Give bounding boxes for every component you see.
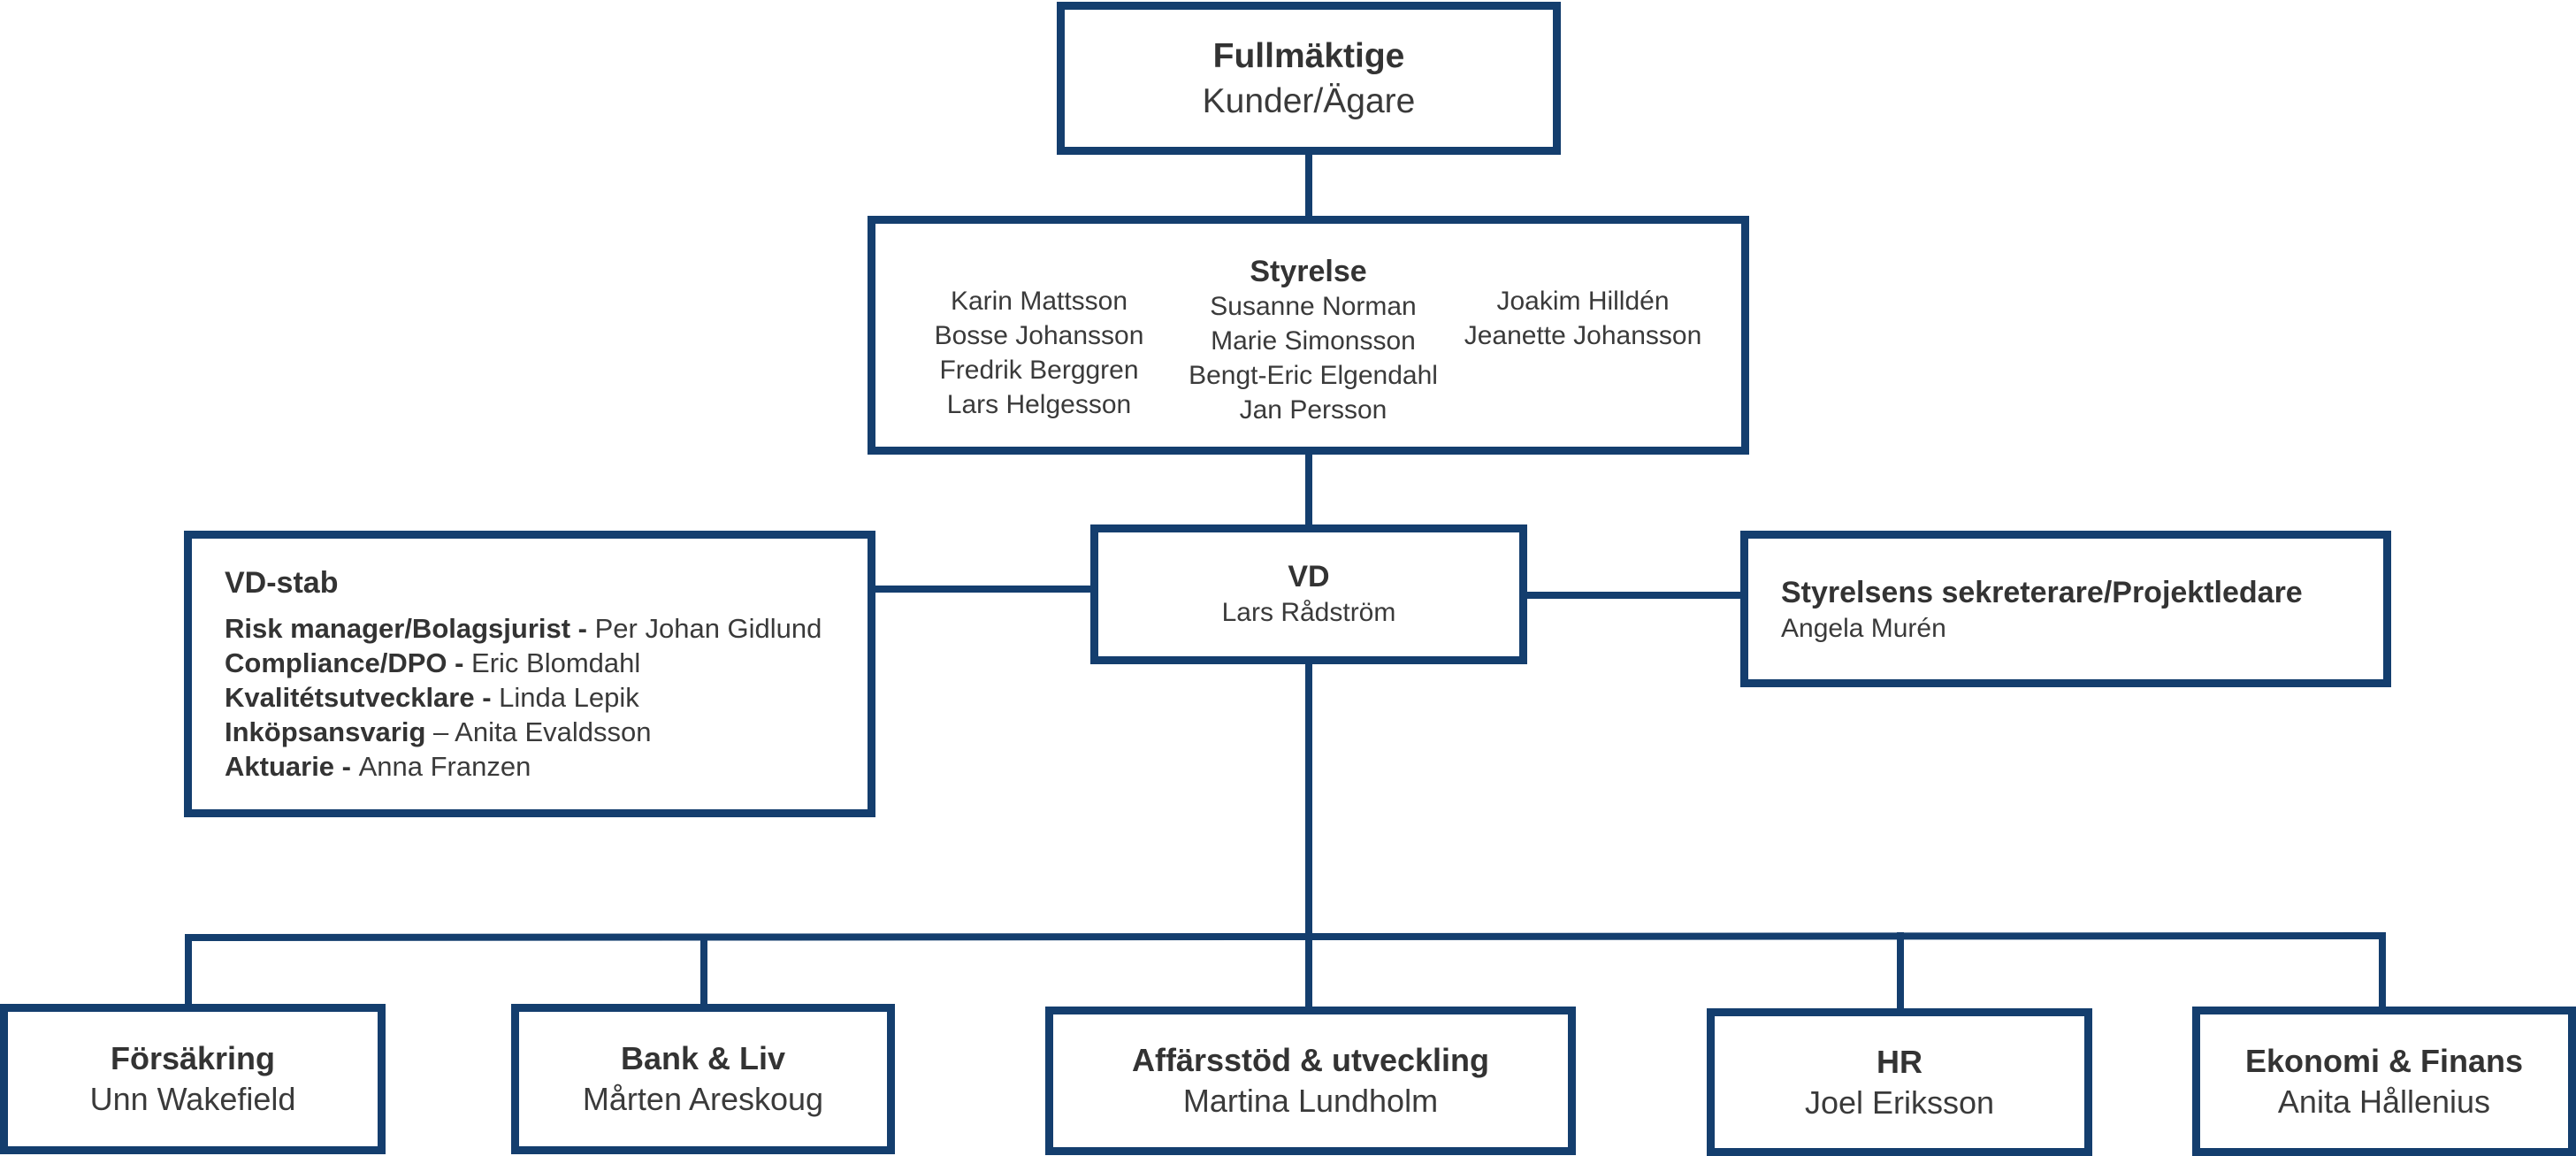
board-box: Styrelse Karin Mattsson Bosse Johansson …	[868, 216, 1749, 455]
top-box: Fullmäktige Kunder/Ägare	[1057, 2, 1561, 155]
staff-row: Inköpsansvarig – Anita Evaldsson	[225, 715, 868, 749]
staff-title: VD-stab	[225, 566, 339, 600]
line-horizontal-bus	[184, 931, 2387, 942]
staff-person: Linda Lepik	[499, 682, 639, 713]
staff-role: Compliance/DPO -	[225, 647, 472, 678]
department-title: Ekonomi & Finans	[2244, 1042, 2524, 1079]
department-head: Joel Eriksson	[1804, 1083, 1995, 1121]
board-member: Jeanette Johansson	[1464, 321, 1702, 350]
top-subtitle: Kunder/Ägare	[1202, 81, 1416, 120]
staff-row: Risk manager/Bolagsjurist - Per Johan Gi…	[225, 611, 868, 646]
secretary-box: Styrelsens sekreterare/Projektledare Ang…	[1740, 531, 2391, 687]
staff-role: Aktuarie -	[225, 751, 359, 782]
top-title: Fullmäktige	[1212, 36, 1405, 75]
department-head: Unn Wakefield	[89, 1081, 296, 1117]
board-member: Marie Simonsson	[1211, 326, 1416, 356]
staff-role: Risk manager/Bolagsjurist -	[225, 613, 595, 644]
board-member: Bosse Johansson	[934, 321, 1144, 350]
department-head: Mårten Areskoug	[582, 1081, 824, 1117]
staff-row: Compliance/DPO - Eric Blomdahl	[225, 646, 868, 680]
staff-role: Kvalitétsutvecklare -	[225, 682, 500, 713]
department-box: Affärsstöd & utveckling Martina Lundholm	[1045, 1007, 1576, 1155]
department-title: Försäkring	[110, 1040, 276, 1076]
board-title: Styrelse	[1250, 255, 1367, 288]
department-box: Bank & Liv Mårten Areskoug	[511, 1004, 895, 1154]
ceo-title: VD	[1288, 560, 1330, 593]
board-member: Fredrik Berggren	[939, 356, 1139, 385]
department-head: Anita Hållenius	[2277, 1083, 2491, 1120]
department-title: Bank & Liv	[620, 1040, 786, 1076]
department-title: HR	[1877, 1043, 1922, 1080]
department-box: Ekonomi & Finans Anita Hållenius	[2192, 1007, 2576, 1156]
staff-row: Aktuarie - Anna Franzen	[225, 749, 868, 784]
staff-box: VD-stab Risk manager/Bolagsjurist - Per …	[184, 531, 875, 817]
secretary-name: Angela Murén	[1781, 614, 1946, 643]
board-member: Karin Mattsson	[950, 287, 1128, 316]
ceo-box: VD Lars Rådström	[1090, 524, 1527, 664]
board-member: Bengt-Eric Elgendahl	[1189, 361, 1438, 390]
department-title: Affärsstöd & utveckling	[1131, 1042, 1490, 1078]
staff-person: Anna Franzen	[358, 751, 531, 782]
staff-row: Kvalitétsutvecklare - Linda Lepik	[225, 680, 868, 715]
board-left-column: Karin Mattsson Bosse Johansson Fredrik B…	[920, 284, 1158, 422]
department-head: Martina Lundholm	[1182, 1083, 1439, 1119]
staff-person: – Anita Evaldsson	[425, 716, 652, 747]
ceo-name: Lars Rådström	[1221, 598, 1396, 627]
staff-person: Eric Blomdahl	[471, 647, 641, 678]
board-member: Jan Persson	[1239, 395, 1387, 425]
board-right-column: Joakim Hilldén Jeanette Johansson	[1450, 284, 1716, 353]
board-member: Joakim Hilldén	[1496, 287, 1670, 316]
secretary-title: Styrelsens sekreterare/Projektledare	[1781, 576, 2303, 609]
department-box: Försäkring Unn Wakefield	[0, 1004, 386, 1154]
staff-role: Inköpsansvarig	[225, 716, 426, 747]
board-member: Susanne Norman	[1210, 292, 1417, 321]
board-member: Lars Helgesson	[946, 390, 1132, 419]
staff-person: Per Johan Gidlund	[594, 613, 822, 644]
board-middle-column: Susanne Norman Marie Simonsson Bengt-Eri…	[1176, 289, 1450, 427]
department-box: HR Joel Eriksson	[1707, 1008, 2092, 1156]
